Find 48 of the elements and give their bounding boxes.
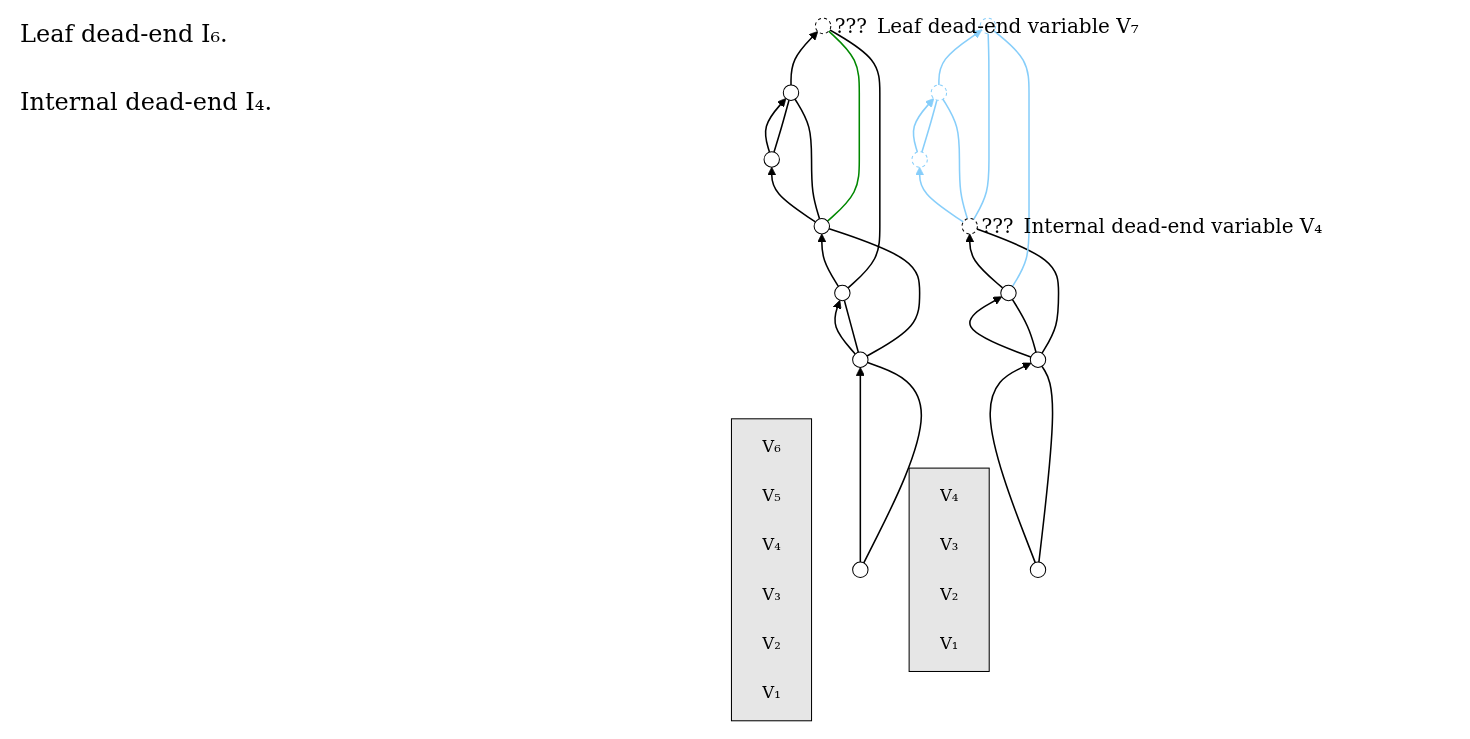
note-text: Internal dead-end I₄. [20,88,273,116]
node-circle [930,84,948,101]
node-circle [1029,561,1047,578]
node-box: V₆ V₅ V₄ V₃ V₂ V₁ [730,418,813,722]
connector [942,98,969,220]
arrow [817,233,840,288]
node-circle [852,561,869,578]
connector [993,30,1030,288]
connector [921,99,938,153]
connector [828,29,881,289]
arrow [790,31,819,86]
node-circle [852,351,869,368]
arrow [764,98,787,153]
node-caption: Leaf dead-end variable V₇ [876,13,1139,38]
connector [843,299,860,354]
note-text: Leaf dead-end I₆. [20,20,228,48]
arrow [767,166,817,223]
question-marks: ??? [834,13,867,38]
question-marks: ??? [981,214,1014,239]
arrow [915,166,965,223]
arrow [938,29,982,86]
connector [976,228,1060,354]
arrow [855,367,865,563]
arrow [989,362,1036,564]
arrow [832,299,856,355]
connector [1038,365,1054,563]
node-caption: Internal dead-end variable V₄ [1023,214,1323,239]
node-circle [813,218,831,235]
arrow [912,98,935,153]
node-box: V₄ V₃ V₂ V₁ [908,467,990,672]
connector [826,30,861,222]
node-circle [834,284,851,302]
connector [863,361,923,564]
connector [972,32,990,221]
arrow [965,233,1004,289]
connector [794,98,821,220]
connector [773,99,790,153]
node-circle [782,84,800,101]
node-circle [961,218,978,235]
node-circle [911,151,928,168]
node-circle [814,17,832,35]
node-circle [763,151,780,168]
arrow [969,296,1032,358]
node-circle [1000,284,1017,302]
connector [828,227,921,357]
node-circle [1029,351,1047,368]
connector [1011,298,1037,354]
node-circle [979,17,997,35]
